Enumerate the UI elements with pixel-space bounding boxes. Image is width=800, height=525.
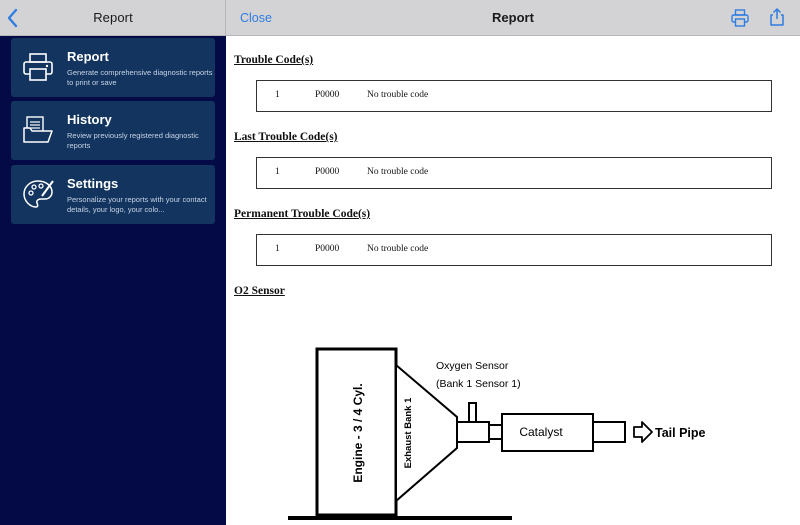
sensor-pipe — [456, 421, 490, 443]
sidebar-item-settings[interactable]: Settings Personalize your reports with y… — [11, 165, 215, 224]
sidebar-item-title: History — [67, 112, 112, 127]
section-title-trouble-codes: Trouble Code(s) — [234, 54, 314, 66]
sidebar-item-report[interactable]: Report Generate comprehensive diagnostic… — [11, 38, 215, 97]
code-number: 1 — [275, 90, 280, 100]
engine-block — [315, 347, 398, 517]
sensor-label-line1: Oxygen Sensor — [436, 360, 509, 372]
sidebar-item-title: Report — [67, 49, 109, 64]
share-icon[interactable] — [767, 7, 787, 27]
code-description: No trouble code — [367, 167, 429, 177]
sidebar-header: Report — [0, 0, 226, 36]
sidebar-item-description: Review previously registered diagnostic … — [67, 131, 199, 150]
oxygen-sensor — [468, 402, 477, 423]
sidebar-item-title: Settings — [67, 176, 119, 191]
page-title: Report — [492, 10, 534, 25]
code-description: No trouble code — [367, 90, 429, 100]
trouble-code-row: 1 P0000 No trouble code — [256, 80, 772, 112]
engine-label: Engine - 3 / 4 Cyl. — [351, 383, 365, 482]
report-document: Trouble Code(s) 1 P0000 No trouble code … — [226, 37, 800, 525]
tail-pipe — [592, 421, 626, 443]
sensor-label-line2: (Bank 1 Sensor 1) — [436, 378, 521, 390]
section-title-last-trouble-codes: Last Trouble Code(s) — [234, 131, 338, 143]
folder-documents-icon — [23, 116, 53, 143]
pipe-segment — [488, 424, 503, 440]
sidebar-item-description: Personalize your reports with your conta… — [67, 195, 207, 214]
sidebar: Report Report Generate comprehensive dia… — [0, 0, 226, 525]
catalyst-label: Catalyst — [519, 425, 563, 439]
code-description: No trouble code — [367, 244, 429, 254]
tailpipe-label: Tail Pipe — [655, 426, 706, 440]
printer-icon — [23, 53, 53, 81]
code-number: 1 — [275, 167, 280, 177]
code-value: P0000 — [315, 244, 340, 254]
o2-sensor-diagram: Engine - 3 / 4 Cyl. Exhaust Bank 1 Catal… — [288, 347, 706, 520]
sidebar-item-description: Generate comprehensive diagnostic report… — [67, 68, 213, 87]
permanent-trouble-code-row: 1 P0000 No trouble code — [256, 234, 772, 266]
close-button[interactable]: Close — [240, 11, 272, 25]
section-title-o2-sensor: O2 Sensor — [234, 285, 285, 297]
exhaust-label: Exhaust Bank 1 — [403, 397, 414, 468]
section-title-permanent-trouble-codes: Permanent Trouble Code(s) — [234, 208, 371, 220]
main-header: Close Report — [226, 0, 800, 36]
exhaust-manifold — [395, 362, 458, 504]
palette-icon — [23, 180, 54, 208]
code-value: P0000 — [315, 167, 340, 177]
arrow-right-icon — [633, 421, 653, 443]
printer-icon[interactable] — [730, 8, 750, 28]
sidebar-item-history[interactable]: History Review previously registered dia… — [11, 101, 215, 160]
sidebar-title: Report — [93, 10, 133, 25]
code-number: 1 — [275, 244, 280, 254]
back-chevron-icon[interactable] — [4, 7, 22, 29]
code-value: P0000 — [315, 90, 340, 100]
last-trouble-code-row: 1 P0000 No trouble code — [256, 157, 772, 189]
